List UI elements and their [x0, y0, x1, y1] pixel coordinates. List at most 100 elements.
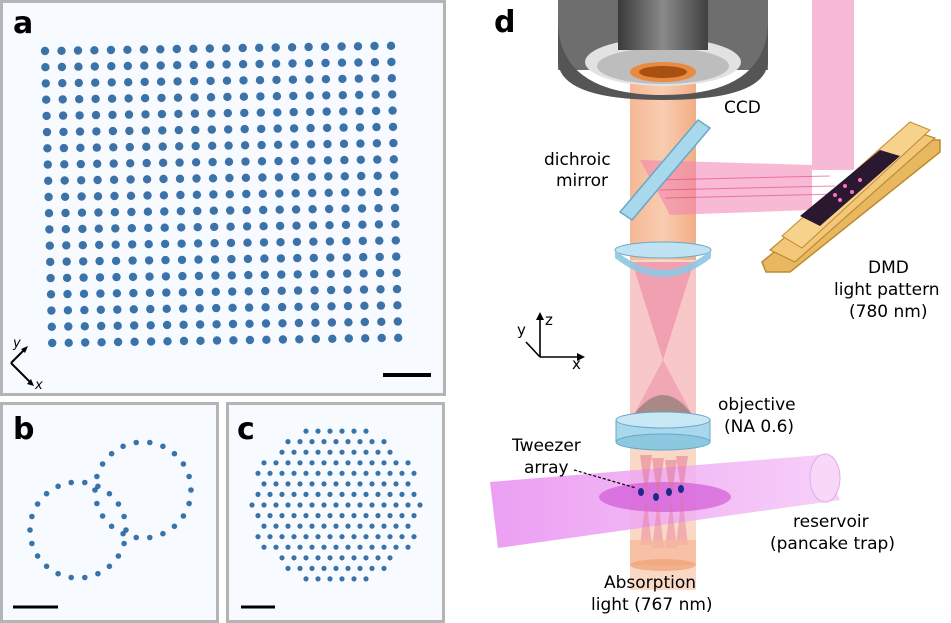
- atom-spot: [277, 270, 286, 279]
- atom-spot: [381, 523, 387, 529]
- atom-spot: [194, 255, 203, 264]
- atom-spot: [109, 143, 118, 152]
- atom-spot: [333, 565, 339, 571]
- atom-spot: [107, 62, 116, 71]
- atom-spot: [228, 319, 238, 329]
- atom-spot: [373, 171, 382, 180]
- atom-spot: [392, 268, 401, 278]
- atom-spot: [345, 502, 351, 508]
- atom-spot: [315, 513, 321, 519]
- axes-icon-a: [10, 346, 34, 386]
- atom-spot: [174, 109, 183, 119]
- atom-spot: [163, 337, 172, 346]
- atom-spot: [291, 205, 301, 214]
- atom-spot: [47, 306, 56, 315]
- atom-spot: [145, 288, 155, 297]
- atom-spot: [41, 62, 50, 72]
- atom-spot: [375, 252, 384, 262]
- atom-spot: [405, 481, 411, 487]
- atom-spot: [355, 106, 364, 116]
- atom-spot: [341, 204, 350, 213]
- atom-spot: [345, 523, 351, 529]
- atom-spot: [387, 513, 393, 519]
- atom-spot: [273, 460, 279, 466]
- atom-spot: [115, 553, 122, 559]
- atom-spot: [76, 143, 85, 152]
- atom-spot: [333, 544, 339, 550]
- atom-spot: [188, 487, 194, 493]
- atom-spot: [64, 338, 73, 347]
- atom-spot: [256, 108, 265, 117]
- atom-spot: [109, 175, 119, 184]
- atom-spot: [255, 470, 261, 476]
- atom-spot: [381, 439, 387, 445]
- atom-spot: [339, 576, 345, 582]
- label-absorption-line2: light (767 nm): [591, 595, 713, 615]
- atom-spot: [321, 565, 327, 571]
- atom-spot: [309, 253, 318, 263]
- atom-spot: [179, 320, 188, 329]
- atom-spot: [205, 44, 214, 53]
- atom-spot: [327, 534, 333, 540]
- atom-spot: [363, 428, 369, 434]
- atom-spot: [289, 91, 298, 101]
- atom-spot: [90, 62, 100, 71]
- atom-spot: [208, 157, 217, 167]
- atom-spot: [173, 93, 183, 102]
- atom-spot: [121, 513, 127, 520]
- atom-spot: [77, 192, 86, 201]
- atom-spot: [206, 93, 216, 102]
- atom-spot: [327, 318, 337, 327]
- atom-spot: [45, 241, 54, 250]
- atom-spot: [238, 43, 247, 53]
- atom-spot: [192, 190, 202, 199]
- atom-spot: [261, 481, 267, 487]
- atom-spot: [222, 44, 231, 53]
- atom-spot: [257, 140, 266, 150]
- atom-spot: [381, 565, 387, 571]
- atom-spot: [375, 449, 381, 455]
- label-objective-line1: objective: [718, 395, 796, 415]
- atom-spot: [93, 175, 102, 185]
- atom-spot: [345, 460, 351, 466]
- atom-spot: [189, 77, 199, 86]
- atom-spot: [325, 237, 335, 246]
- atom-spot: [267, 491, 273, 497]
- atom-spot: [79, 273, 88, 282]
- atom-spot: [146, 304, 155, 314]
- atom-spot: [110, 208, 120, 217]
- atom-spot: [120, 530, 126, 537]
- atom-spot: [327, 428, 333, 434]
- atom-spot: [259, 238, 269, 247]
- atom-spot: [355, 123, 365, 132]
- atom-spot: [310, 269, 319, 279]
- atom-spot: [206, 76, 215, 86]
- atom-spot: [82, 574, 88, 581]
- atom-spot: [292, 237, 302, 247]
- atom-spot: [381, 460, 387, 466]
- atom-spot: [106, 45, 116, 55]
- atom-spot: [227, 271, 236, 280]
- atom-spot: [125, 126, 134, 136]
- panel-a-square-lattice: a y x: [0, 0, 446, 396]
- atom-spot: [99, 513, 106, 519]
- atom-spot: [159, 191, 169, 200]
- atom-spot: [92, 487, 98, 493]
- atom-spot: [144, 240, 153, 249]
- atom: [638, 488, 644, 496]
- atom-spot: [196, 336, 205, 345]
- atom-spot: [375, 491, 381, 497]
- atom-spot: [363, 555, 369, 561]
- atom-spot: [360, 301, 369, 310]
- atom-spot: [243, 238, 252, 247]
- atom-spot: [62, 273, 72, 283]
- atom-spot: [43, 490, 50, 497]
- atom-spot: [191, 158, 201, 167]
- atom-spot: [63, 306, 73, 315]
- atom-spot: [60, 160, 69, 169]
- atom-spot: [305, 75, 314, 84]
- atom-spot: [363, 491, 369, 497]
- atom-spot: [228, 287, 237, 296]
- atom-spot: [144, 223, 153, 233]
- atom-spot: [243, 254, 253, 264]
